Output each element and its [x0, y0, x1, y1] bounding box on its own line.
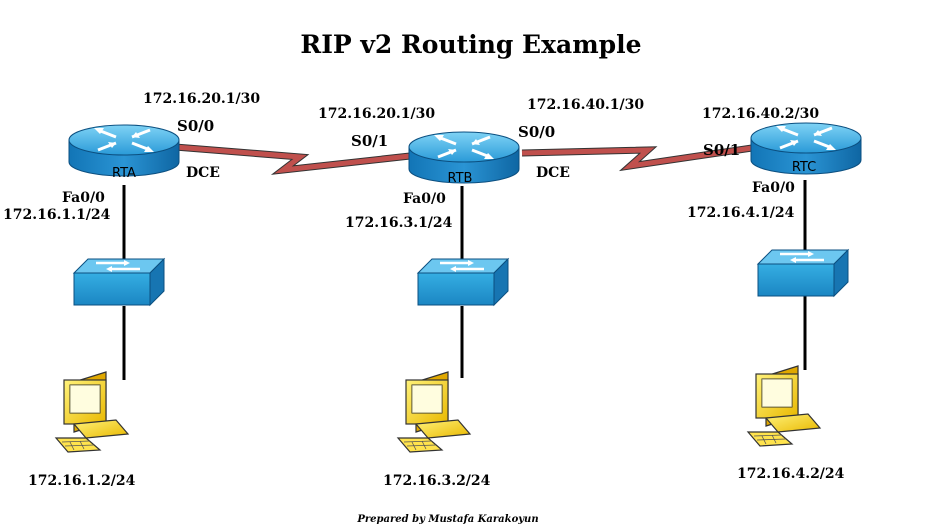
rta-fa-ip-label: 172.16.1.1/24 — [3, 207, 111, 223]
rta-s0-ip-label: 172.16.20.1/30 — [143, 91, 260, 107]
switch-lan-1[interactable] — [72, 257, 166, 307]
rtb-s0-port-label: S0/0 — [518, 123, 555, 141]
rtb-s1-port-label: S0/1 — [351, 132, 388, 150]
switch-icon — [416, 257, 510, 307]
rtc-fa-ip-label: 172.16.4.1/24 — [687, 205, 795, 221]
switch-lan-3[interactable] — [416, 257, 510, 307]
pc-host-2-ip-label: 172.16.3.2/24 — [383, 473, 491, 489]
rta-dce-label: DCE — [186, 165, 220, 181]
computer-icon — [55, 371, 129, 453]
pc-host-3[interactable] — [747, 365, 821, 447]
router-rtb-name: RTB — [448, 171, 473, 186]
pc-host-1[interactable] — [55, 371, 129, 453]
rtb-fa-ip-label: 172.16.3.1/24 — [345, 215, 453, 231]
router-rtc-name: RTC — [792, 160, 816, 175]
page-title: RIP v2 Routing Example — [300, 30, 641, 59]
pc-host-2[interactable] — [397, 371, 471, 453]
pc-host-1-ip-label: 172.16.1.2/24 — [28, 473, 136, 489]
credit-label: Prepared by Mustafa Karakoyun — [356, 514, 538, 525]
rtc-fa-port-label: Fa0/0 — [752, 180, 795, 196]
switch-icon — [756, 248, 850, 298]
rta-s0-port-label: S0/0 — [177, 117, 214, 135]
rta-fa-port-label: Fa0/0 — [62, 190, 105, 206]
rtb-s1-ip-label: 172.16.20.1/30 — [318, 106, 435, 122]
router-rta-name: RTA — [112, 166, 136, 181]
computer-icon — [747, 365, 821, 447]
rtb-dce-label: DCE — [536, 165, 570, 181]
rtc-s1-port-label: S0/1 — [703, 141, 740, 159]
rtc-s1-ip-label: 172.16.40.2/30 — [702, 106, 819, 122]
rtb-s0-ip-label: 172.16.40.1/30 — [527, 97, 644, 113]
pc-host-3-ip-label: 172.16.4.2/24 — [737, 466, 845, 482]
switch-icon — [72, 257, 166, 307]
rtb-fa-port-label: Fa0/0 — [403, 191, 446, 207]
computer-icon — [397, 371, 471, 453]
switch-lan-4[interactable] — [756, 248, 850, 298]
